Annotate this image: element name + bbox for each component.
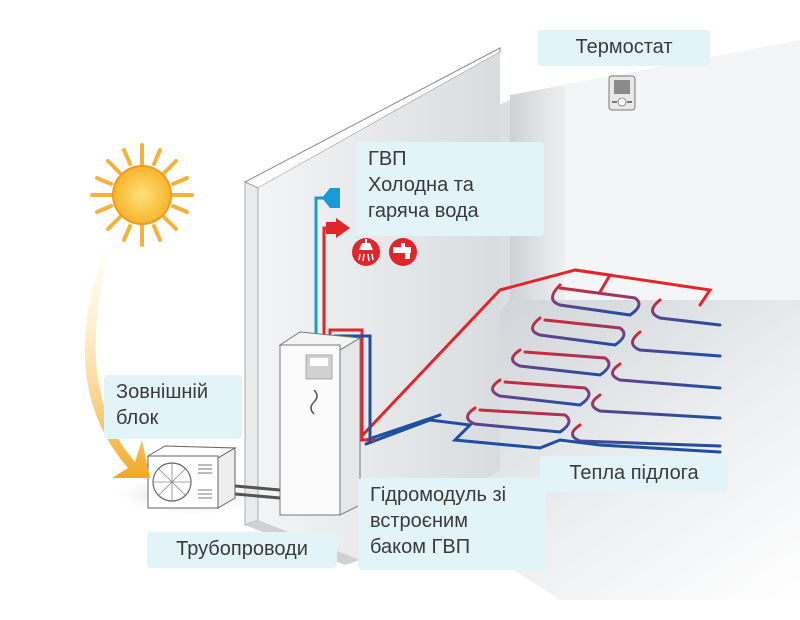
hydromodule-label: Гідромодуль зі встроєним баком ГВП [358, 478, 546, 570]
hydromodule-icon [278, 331, 362, 516]
dhw-label-line2: гаряча вода [368, 200, 479, 222]
outdoor-unit-label-line1: Зовнішній [116, 381, 209, 403]
outdoor-unit-label: Зовнішній блок [104, 375, 242, 439]
refrigerant-pipes [234, 484, 281, 500]
shower-icon [352, 238, 380, 266]
thermostat-icon [608, 75, 636, 111]
dhw-label: ГВП Холодна та гаряча вода [356, 142, 544, 236]
dhw-label-title: ГВП [368, 148, 407, 170]
tap-icon [389, 238, 417, 266]
hydromodule-label-line3: баком ГВП [370, 536, 471, 558]
hydromodule-label-line1: Гідромодуль зі [370, 484, 507, 506]
piping-label-text: Трубопроводи [176, 538, 308, 560]
underfloor-heating-loops [356, 268, 722, 454]
hydromodule-label-line2: встроєним [370, 510, 468, 532]
hot-water-arrow-icon [336, 218, 350, 238]
outdoor-unit-label-line2: блок [116, 407, 159, 429]
sun-arrow-icon [84, 250, 150, 478]
floor-label: Тепла підлога [540, 456, 728, 492]
sun-icon [90, 143, 194, 247]
outdoor-unit-icon [110, 445, 270, 517]
piping-label: Трубопроводи [147, 532, 337, 568]
cold-water-arrow-icon [322, 188, 330, 208]
dhw-label-line1: Холодна та [368, 174, 474, 196]
thermostat-label: Термостат [538, 30, 710, 66]
floor-label-text: Тепла підлога [569, 462, 699, 484]
thermostat-label-text: Термостат [575, 36, 673, 58]
